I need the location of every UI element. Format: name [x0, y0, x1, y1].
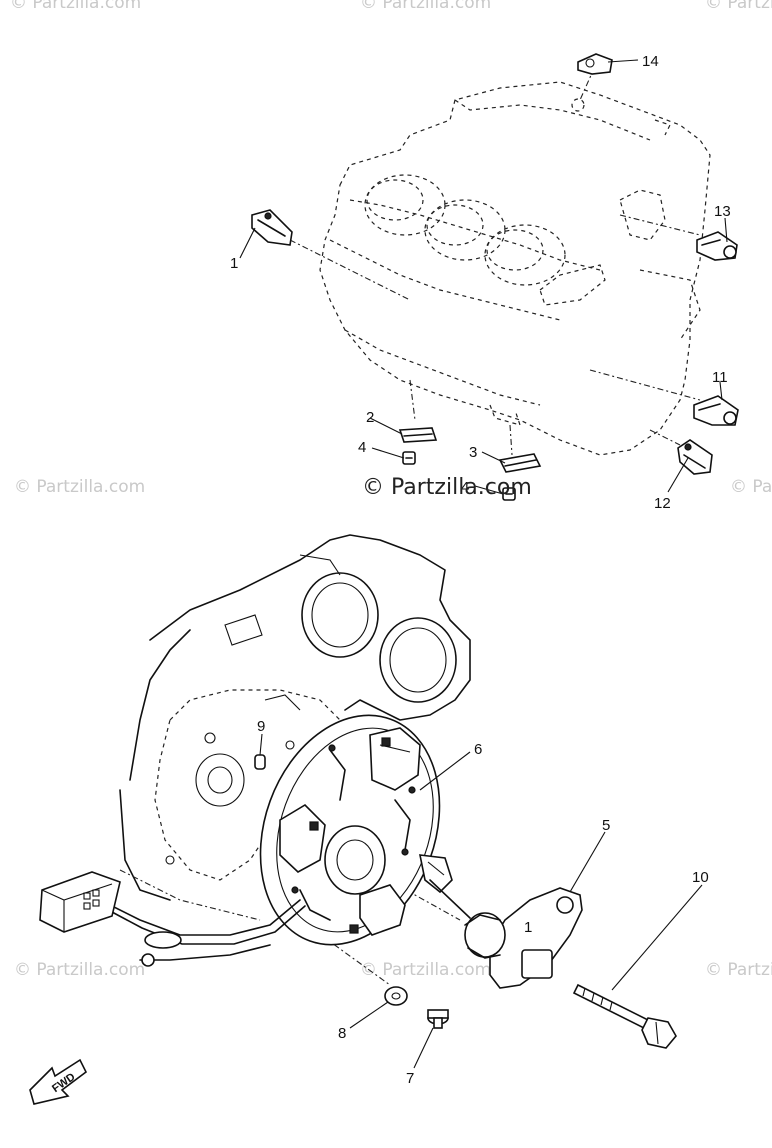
cable-clamp-13 — [696, 231, 738, 261]
callout-14: 14 — [642, 53, 659, 70]
wire-harness — [109, 899, 306, 967]
watermark-faint: © Partzilla.com — [730, 477, 772, 497]
screw-4b — [502, 487, 516, 501]
callout-4a: 4 — [358, 439, 366, 456]
callout-5: 5 — [602, 817, 610, 834]
watermark-faint: © Partzilla.com — [705, 0, 772, 13]
cable-clip-14 — [577, 53, 613, 75]
watermark-faint: © Partzilla.com — [14, 960, 145, 980]
fwd-arrow-icon: FWD — [29, 1058, 88, 1105]
cable-bracket-1 — [251, 209, 293, 246]
screw-4a — [402, 451, 416, 465]
cable-clamp-11 — [693, 395, 739, 426]
plate-mark: 1 — [524, 919, 532, 936]
engine-block-outline — [289, 54, 711, 456]
dowel-pin-9 — [254, 754, 266, 770]
leader-lines — [239, 59, 728, 1069]
callout-6: 6 — [474, 741, 482, 758]
cable-clamp-12 — [677, 439, 713, 475]
bolt-10 — [572, 983, 677, 1049]
wire-connector — [39, 871, 121, 933]
callout-7: 7 — [406, 1070, 414, 1087]
cable-clip-2 — [398, 427, 438, 443]
callout-1: 1 — [230, 255, 238, 272]
crankcase-outline — [119, 534, 471, 986]
watermark-faint: © Partzilla.com — [360, 960, 491, 980]
washer-8 — [384, 986, 408, 1006]
watermark-faint: © Partzilla.com — [10, 0, 141, 13]
watermark-layer: © Partzilla.com © Partzilla.com © Partzi… — [10, 0, 772, 980]
watermark-faint: © Partzilla.com — [14, 477, 145, 497]
watermark-faint: © Partzilla.com — [360, 0, 491, 13]
callout-11: 11 — [712, 369, 728, 386]
callout-4b: 4 — [461, 479, 469, 496]
watermark-main: © Partzilla.com — [362, 475, 532, 500]
advance-plate-5 — [429, 879, 583, 989]
pickup-coil-assembly-6 — [259, 714, 453, 946]
callout-3: 3 — [469, 444, 477, 461]
callout-9: 9 — [257, 718, 265, 735]
cable-clip-3 — [498, 453, 542, 473]
callout-labels: 1 2 3 4 4 5 6 7 8 9 10 11 12 13 14 1 — [230, 53, 731, 1087]
callout-12: 12 — [654, 495, 671, 512]
screw-7 — [427, 1009, 449, 1029]
watermark-faint: © Partzilla.com — [705, 960, 772, 980]
callout-8: 8 — [338, 1025, 346, 1042]
callout-13: 13 — [714, 203, 731, 220]
callout-10: 10 — [692, 869, 709, 886]
callout-2: 2 — [366, 409, 374, 426]
